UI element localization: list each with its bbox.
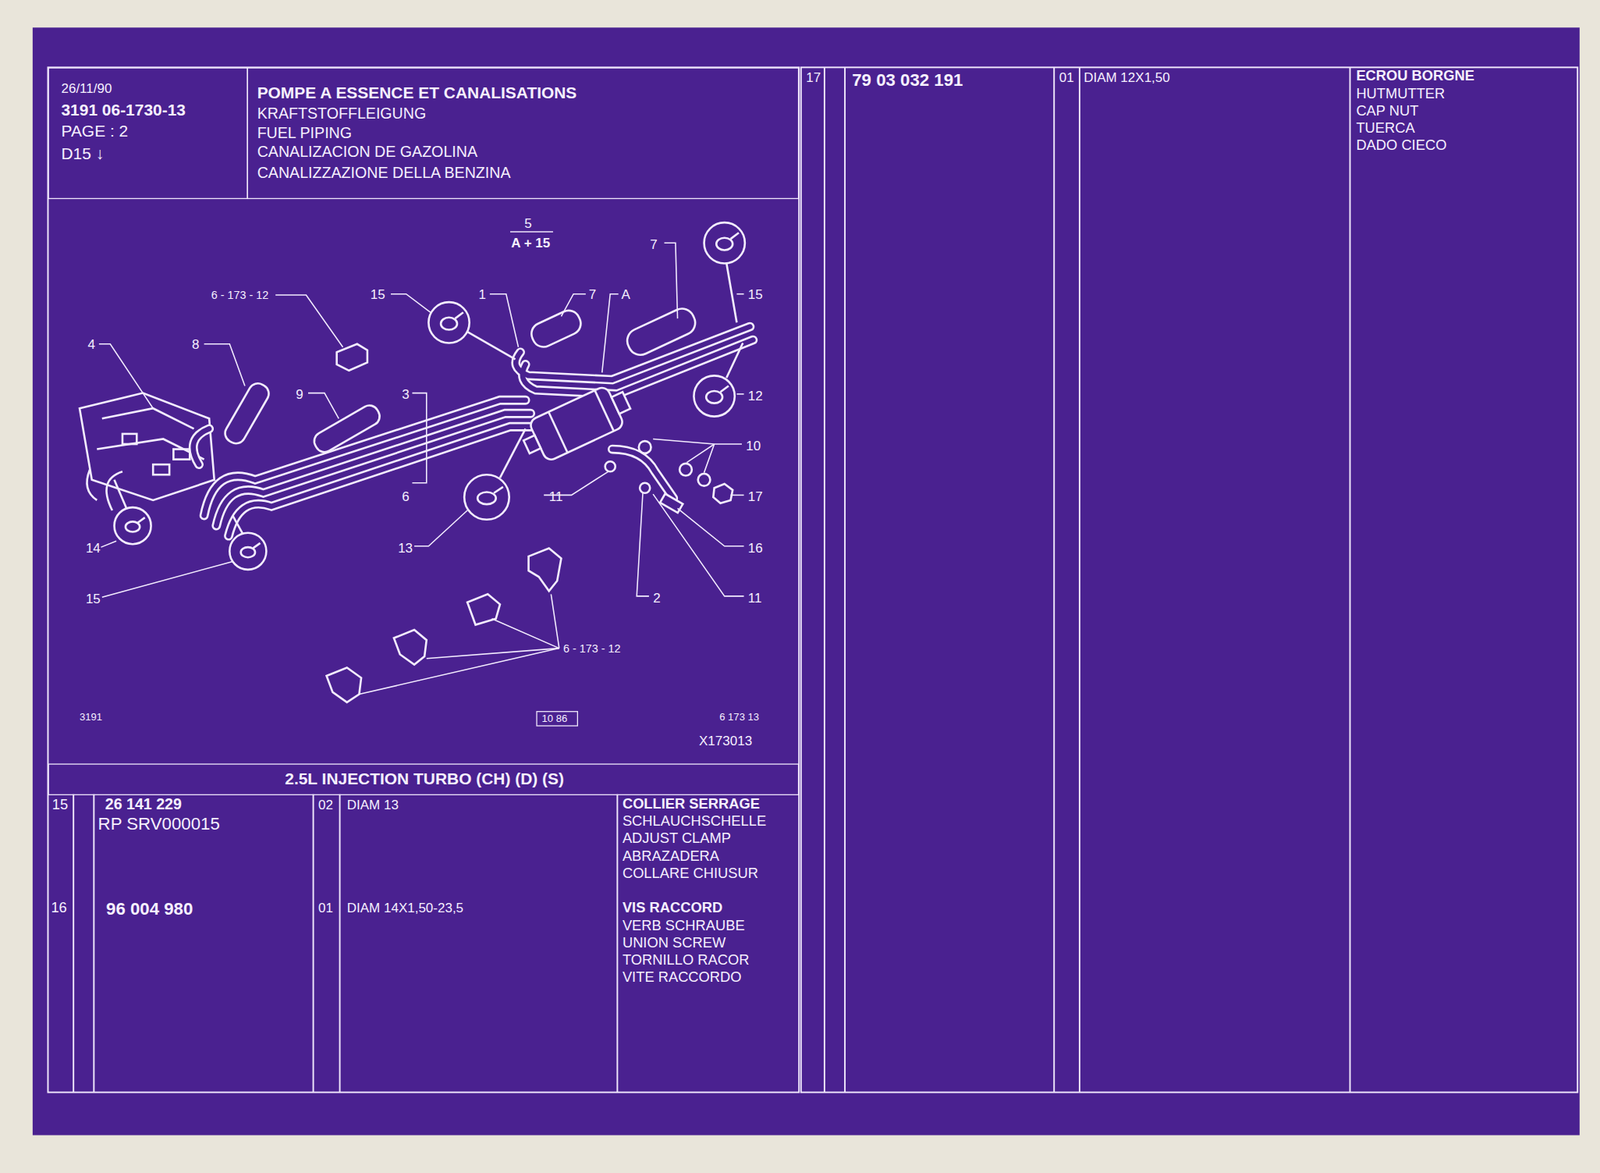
callout-number: 3 [401,387,409,402]
table-cell: ECROU BORGNE [1355,68,1475,84]
table-cell: DIAM 12X1,50 [1083,70,1171,85]
callout-number: 2 [652,590,660,605]
table-cell: VERB SCHRAUBE [622,917,746,933]
table-cell: 16 [50,900,67,916]
table-cell: DIAM 13 [347,798,399,813]
table-cell: CAP NUT [1355,102,1419,118]
callout-number: A [621,287,631,302]
callout-number: 7 [649,237,657,252]
callout-number: 15 [370,287,386,302]
callout-number: 8 [191,337,199,352]
callout-number: 5 [524,216,532,231]
table-cell: 96 004 980 [106,900,193,919]
table-cell: ADJUST CLAMP [622,830,731,846]
callout-number: 15 [85,592,101,607]
callout-number: 6 - 173 - 12 [211,289,270,302]
callout-number: 11 [748,590,763,605]
header-text: 26/11/90 [60,81,112,96]
table-cell: 79 03 032 191 [851,71,963,90]
table-cell: RP SRV000015 [98,815,220,834]
callout-number: 10 [745,438,761,453]
engine-band: 2.5L INJECTION TURBO (CH) (D) (S) [47,762,799,795]
table-cell: 01 [318,901,334,916]
callout-number: 13 [397,540,413,555]
header-text: 2.5L INJECTION TURBO (CH) (D) (S) [284,770,565,788]
callout-number: 9 [295,387,303,402]
callout-number: 6 173 13 [719,712,760,724]
table-cell: DIAM 14X1,50-23,5 [347,901,464,916]
callout-number: 6 [401,489,409,504]
callout-number: 7 [588,287,597,302]
table-cell: 17 [805,70,821,85]
table-cell: TORNILLO RACOR [622,951,749,967]
callout-number: 15 [748,287,763,302]
table-cell: 15 [52,797,68,813]
header-cell: 26/11/90 3191 06-1730-13PAGE : 2 D15 ↓ [47,67,248,199]
callout-number: 14 [85,540,101,555]
header-subtext: FUEL PIPING [257,124,352,142]
header-subtext: KRAFTSTOFFLEIGUNG [257,105,427,122]
header-subtext: PAGE : 2 [60,123,128,141]
callout-number: 16 [748,540,763,555]
callout-number: 12 [748,388,763,403]
callout-number: 6 - 173 - 12 [563,642,621,655]
callout-number: A + 15 [510,235,550,250]
table-cell: 26 141 229 [105,795,182,813]
header-subtext: D15 ↓ [60,145,104,164]
table-cell: ABRAZADERA [622,847,720,863]
table-cell: 01 [1059,70,1075,85]
header-cell: POMPE A ESSENCE ET CANALISATIONS KRAFTSTO… [247,67,800,199]
header-text: POMPE A ESSENCE ET CANALISATIONS [257,85,578,103]
table-cell: 02 [318,798,334,813]
header-subtext: CANALIZACION DE GAZOLINA [257,143,478,160]
header-subtext: 3191 06-1730-13 [60,102,185,120]
table-cell: TUERCA [1355,120,1415,135]
callout-number: 17 [748,489,763,504]
table-cell: VITE RACCORDO [622,969,742,985]
callout-number: 3191 [79,712,103,724]
table-cell: COLLIER SERRAGE [622,795,760,811]
table-cell: UNION SCREW [622,934,726,950]
table-cell: HUTMUTTER [1355,85,1445,101]
table-cell: DADO CIECO [1355,138,1447,153]
callout-number: 1 [478,287,486,302]
header-subtext: CANALIZZAZIONE DELLA BENZINA [257,164,511,181]
callout-number: 11 [549,489,564,504]
callout-number: 4 [87,337,95,352]
table-cell: COLLARE CHIUSUR [622,865,759,880]
callout-number: X173013 [698,733,753,748]
table-cell: VIS RACCORD [622,900,723,916]
table-cell: SCHLAUCHSCHELLE [622,813,767,829]
callout-number: 10 86 [542,713,568,724]
